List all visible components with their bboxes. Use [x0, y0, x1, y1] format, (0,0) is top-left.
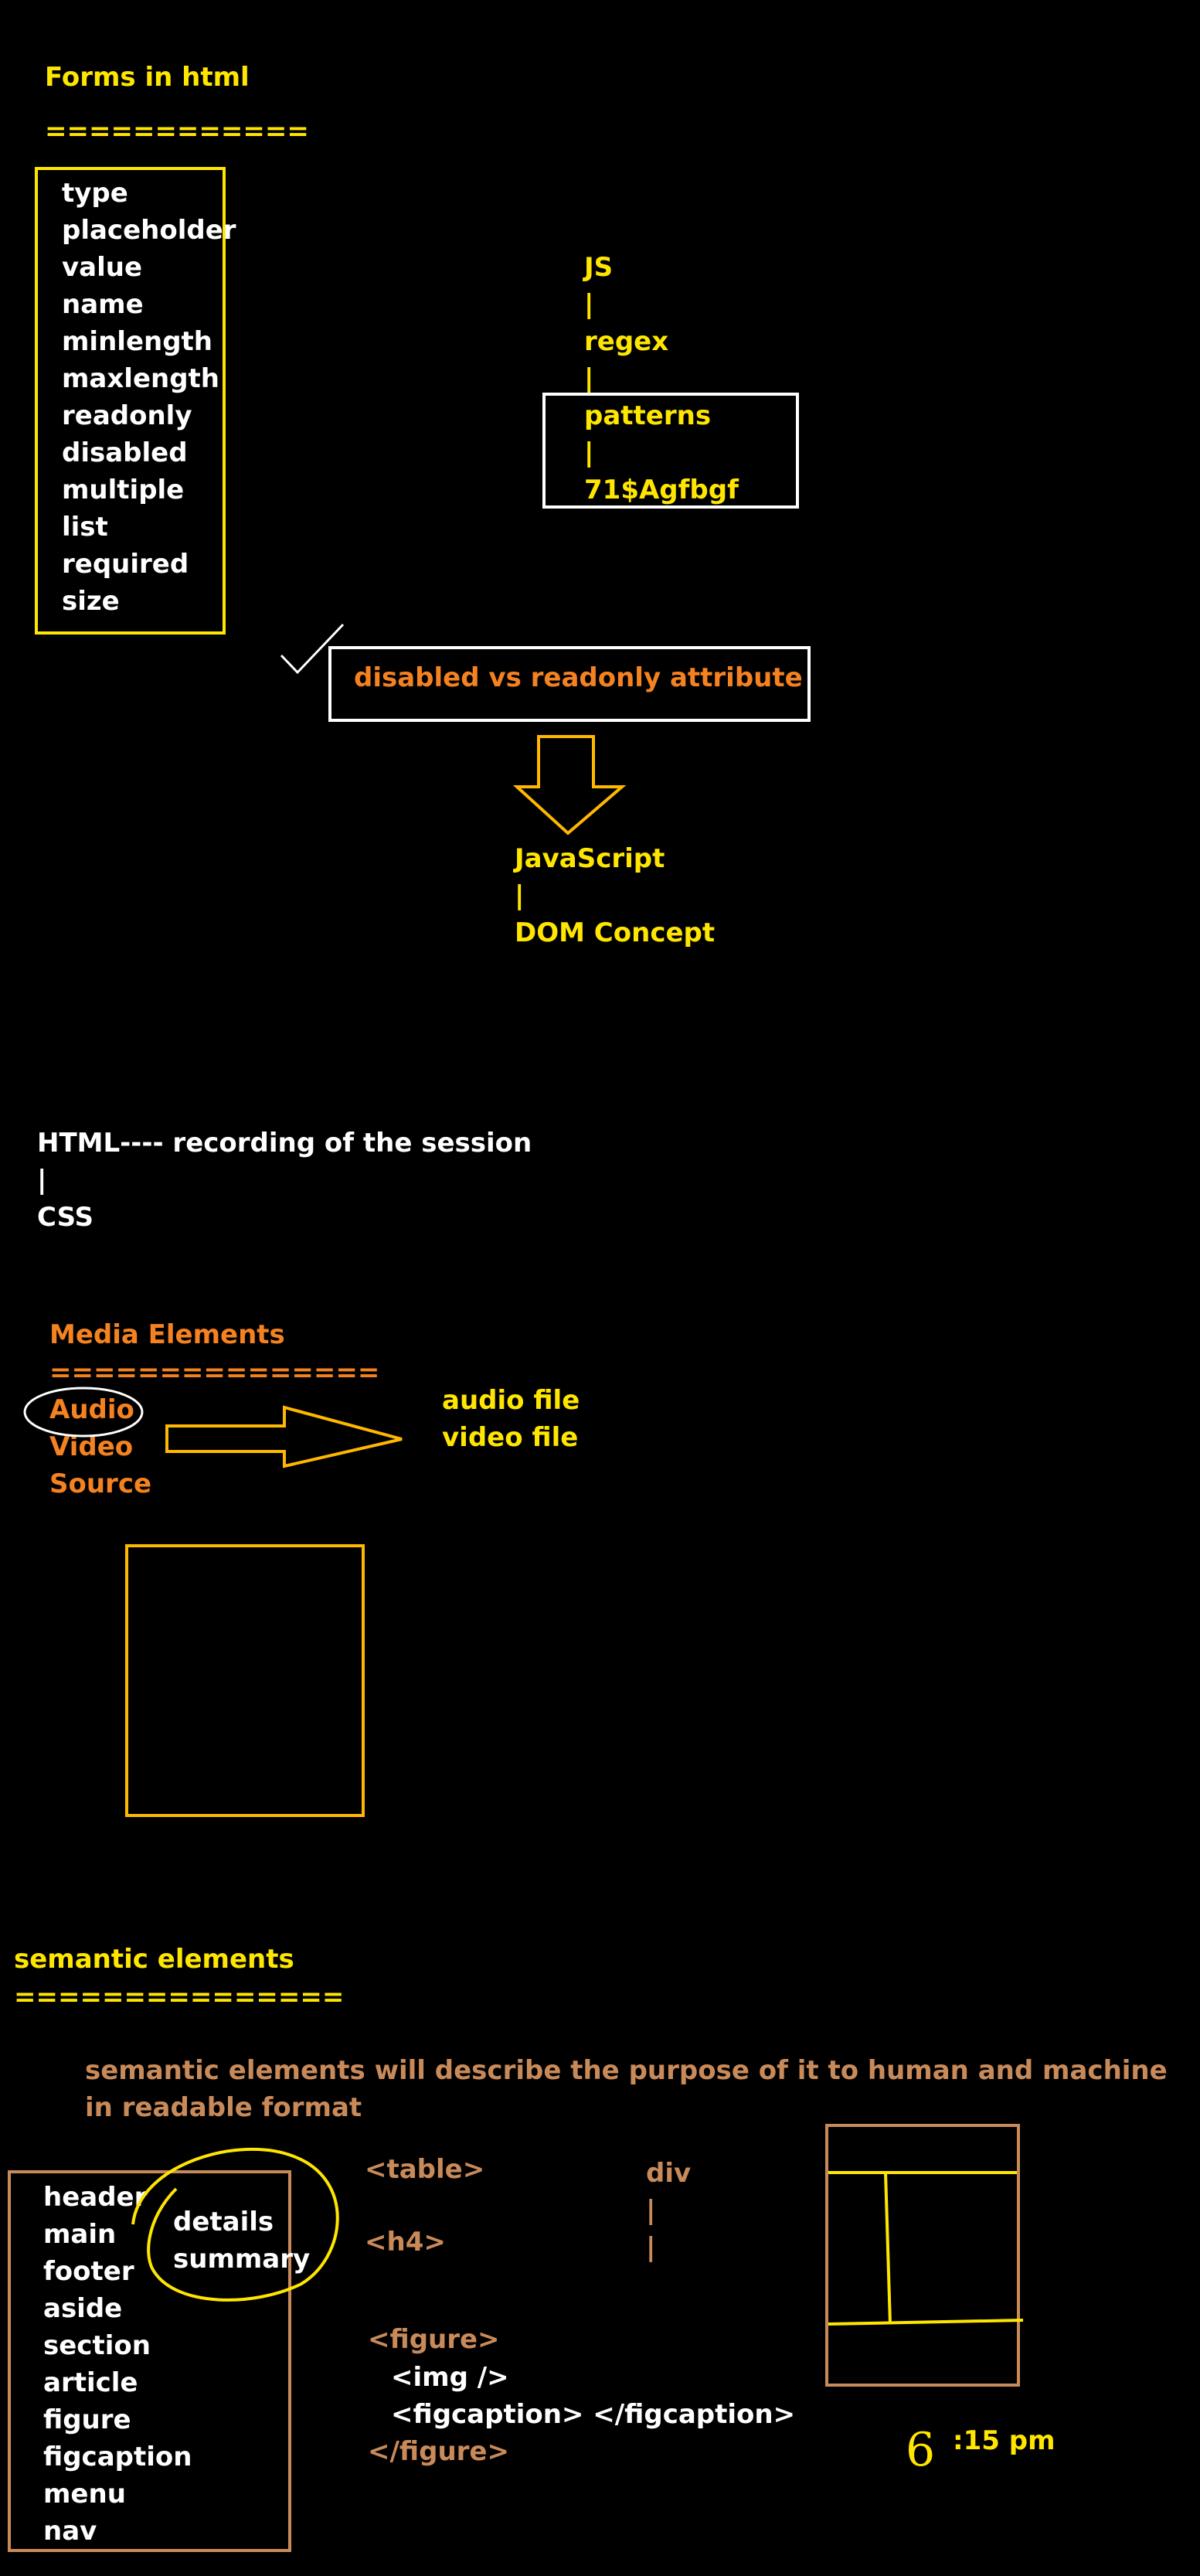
- semantic-underline: ===============: [14, 1982, 345, 2013]
- attribute-item: required: [62, 549, 189, 580]
- media-player-box: [125, 1544, 365, 1817]
- forms-underline: ============: [45, 116, 309, 147]
- circle-mark-icon: [23, 1387, 144, 1438]
- disabled-readonly-text: disabled vs readonly attribute: [354, 662, 803, 693]
- media-target: video file: [442, 1422, 579, 1453]
- semantic-item: main: [43, 2219, 117, 2250]
- attribute-item: name: [62, 289, 144, 320]
- details-item: summary: [173, 2244, 311, 2275]
- attribute-item: multiple: [62, 475, 185, 505]
- attribute-item: maxlength: [62, 363, 220, 394]
- attribute-item: placeholder: [62, 215, 236, 246]
- chain-item: |: [584, 363, 594, 394]
- layout-sketch-box: [825, 2124, 1020, 2387]
- semantic-item: footer: [43, 2256, 134, 2287]
- layout-sidebar-line: [884, 2172, 892, 2325]
- layout-footer-line: [828, 2319, 1024, 2326]
- table-tag: <table>: [365, 2154, 485, 2185]
- checkmark-icon: [280, 623, 345, 675]
- time-digit: 6: [906, 2423, 936, 2477]
- semantic-item: header: [43, 2182, 148, 2213]
- figcaption-tag: <figcaption> </figcaption>: [391, 2399, 796, 2430]
- chain-item: patterns: [584, 400, 712, 431]
- details-item: details: [173, 2207, 274, 2237]
- semantic-item: nav: [43, 2516, 97, 2547]
- attributes-list: type placeholder value name minlength ma…: [62, 175, 236, 620]
- attribute-item: size: [62, 586, 120, 617]
- chain-item: |: [646, 2232, 656, 2263]
- media-targets: audio file video file: [442, 1382, 580, 1456]
- semantic-description-line1: semantic elements will describe the purp…: [85, 2055, 1168, 2086]
- chain-item: 71$Agfbgf: [584, 475, 739, 505]
- attribute-item: type: [62, 178, 128, 209]
- attribute-item: readonly: [62, 400, 192, 431]
- js-regex-chain: JS | regex | patterns | 71$Agfbgf: [584, 249, 739, 509]
- semantic-description-line2: in readable format: [85, 2092, 362, 2123]
- attribute-item: minlength: [62, 326, 213, 357]
- semantic-item: section: [43, 2330, 151, 2361]
- chain-item: JavaScript: [515, 843, 665, 874]
- chain-item: |: [515, 880, 525, 911]
- circle-mark-icon: [131, 2147, 339, 2302]
- media-items: Audio Video Source: [49, 1391, 151, 1502]
- attribute-item: disabled: [62, 437, 188, 468]
- semantic-list-box: [8, 2170, 291, 2552]
- disabled-readonly-box: [328, 646, 811, 722]
- semantic-list: header main footer aside section article…: [43, 2179, 192, 2550]
- media-item: Audio: [49, 1394, 134, 1425]
- media-item: Source: [49, 1468, 152, 1499]
- media-target: audio file: [442, 1385, 580, 1416]
- html-css-chain: HTML---- recording of the session | CSS: [37, 1125, 532, 1236]
- semantic-item: menu: [43, 2479, 126, 2510]
- forms-title: Forms in html: [45, 62, 250, 93]
- time-text: :15 pm: [953, 2425, 1056, 2456]
- chain-item: DOM Concept: [515, 917, 716, 948]
- semantic-item: figure: [43, 2404, 131, 2435]
- chain-item: |: [584, 289, 594, 320]
- chain-item: JS: [584, 252, 614, 283]
- chain-item: |: [584, 437, 594, 468]
- attribute-item: list: [62, 512, 108, 543]
- chain-item: div: [646, 2158, 692, 2189]
- div-chain: div | |: [646, 2155, 691, 2266]
- down-arrow-icon: [512, 735, 627, 835]
- attribute-item: value: [62, 252, 143, 283]
- h4-tag: <h4>: [365, 2227, 446, 2258]
- right-arrow-icon: [165, 1405, 403, 1468]
- chain-item: |: [646, 2195, 656, 2226]
- figure-close-tag: </figure>: [368, 2436, 509, 2467]
- semantic-title: semantic elements: [14, 1944, 294, 1975]
- attributes-box: [35, 167, 226, 635]
- js-dom-chain: JavaScript | DOM Concept: [515, 840, 715, 951]
- chain-item: HTML---- recording of the session: [37, 1128, 532, 1159]
- semantic-item: aside: [43, 2293, 123, 2324]
- chain-item: |: [37, 1165, 47, 1196]
- img-tag: <img />: [391, 2362, 509, 2393]
- figure-open-tag: <figure>: [368, 2324, 500, 2355]
- media-underline: ===============: [49, 1357, 380, 1388]
- semantic-item: article: [43, 2367, 138, 2398]
- chain-item: regex: [584, 326, 669, 357]
- chain-item: CSS: [37, 1202, 94, 1233]
- media-title: Media Elements: [49, 1319, 285, 1350]
- semantic-item: figcaption: [43, 2442, 192, 2472]
- patterns-box: [542, 393, 799, 509]
- details-summary-list: details summary: [173, 2203, 310, 2278]
